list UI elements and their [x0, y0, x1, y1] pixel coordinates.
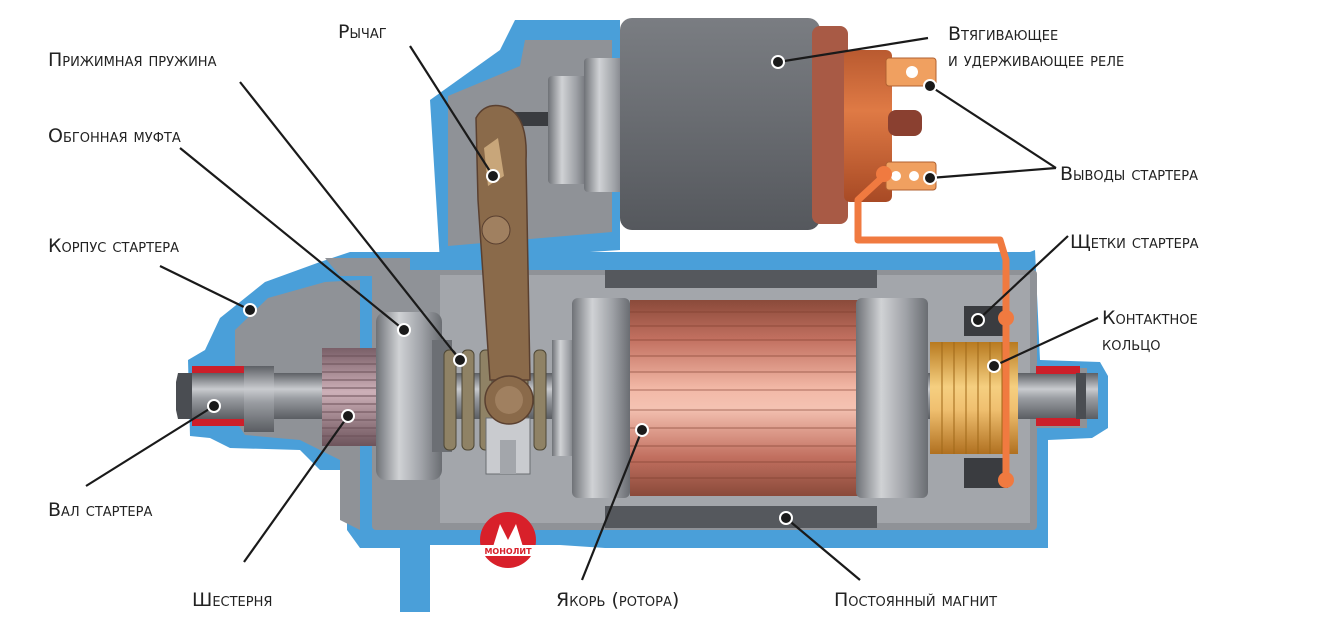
leader-slip-ring: [993, 317, 1099, 367]
label-starter-shaft: Вал стартера: [48, 499, 152, 521]
label-pinion-gear: Шестерня: [192, 589, 272, 611]
label-relay-line2: и удерживающее реле: [948, 49, 1124, 71]
leader-permanent-magnet: [785, 517, 861, 581]
labels: Рычаг Прижимная пружина Обгонная муфта К…: [48, 21, 1199, 611]
permanent-magnet-bottom: [605, 506, 877, 528]
label-lever: Рычаг: [338, 21, 387, 43]
label-relay-line1: Втягивающее: [948, 23, 1058, 45]
leader-armature: [580, 429, 644, 581]
logo-text: МОНОЛИТ: [484, 547, 532, 556]
leader-dots: [207, 55, 1001, 525]
pinion-gear: [322, 348, 380, 446]
leader-starter-shaft: [85, 405, 215, 487]
leader-starter-housing: [159, 265, 251, 311]
permanent-magnet-top: [605, 270, 877, 288]
leader-lever: [409, 45, 494, 177]
wire-brush-bottom: [998, 472, 1014, 488]
label-armature: Якорь (ротора): [556, 589, 679, 611]
leader-terminal-bottom: [929, 166, 1057, 180]
armature: [572, 298, 928, 498]
label-overrunning-clutch: Обгонная муфта: [48, 125, 181, 147]
leader-pressure-spring: [239, 81, 461, 361]
label-brushes: Щетки стартера: [1070, 231, 1199, 253]
label-permanent-magnet: Постоянный магнит: [834, 589, 997, 611]
leader-terminal-top: [929, 85, 1057, 169]
brush-wire: [854, 173, 1010, 480]
monolit-logo: МОНОЛИТ: [478, 512, 538, 568]
wire-terminal-end: [876, 166, 892, 182]
label-slip-ring-line2: кольцо: [1102, 333, 1160, 355]
leader-brushes: [977, 235, 1069, 321]
label-slip-ring-line1: Контактное: [1102, 307, 1198, 329]
label-pressure-spring: Прижимная пружина: [48, 49, 217, 71]
leader-overrunning-clutch: [179, 147, 405, 331]
label-starter-housing: Корпус стартера: [48, 235, 179, 257]
solenoid-relay: [510, 18, 937, 230]
wire-brush-top: [998, 310, 1014, 326]
leader-lines: [85, 36, 1099, 581]
leader-relay: [777, 36, 929, 64]
leader-pinion-gear: [243, 415, 349, 563]
label-terminals: Выводы стартера: [1060, 163, 1198, 185]
